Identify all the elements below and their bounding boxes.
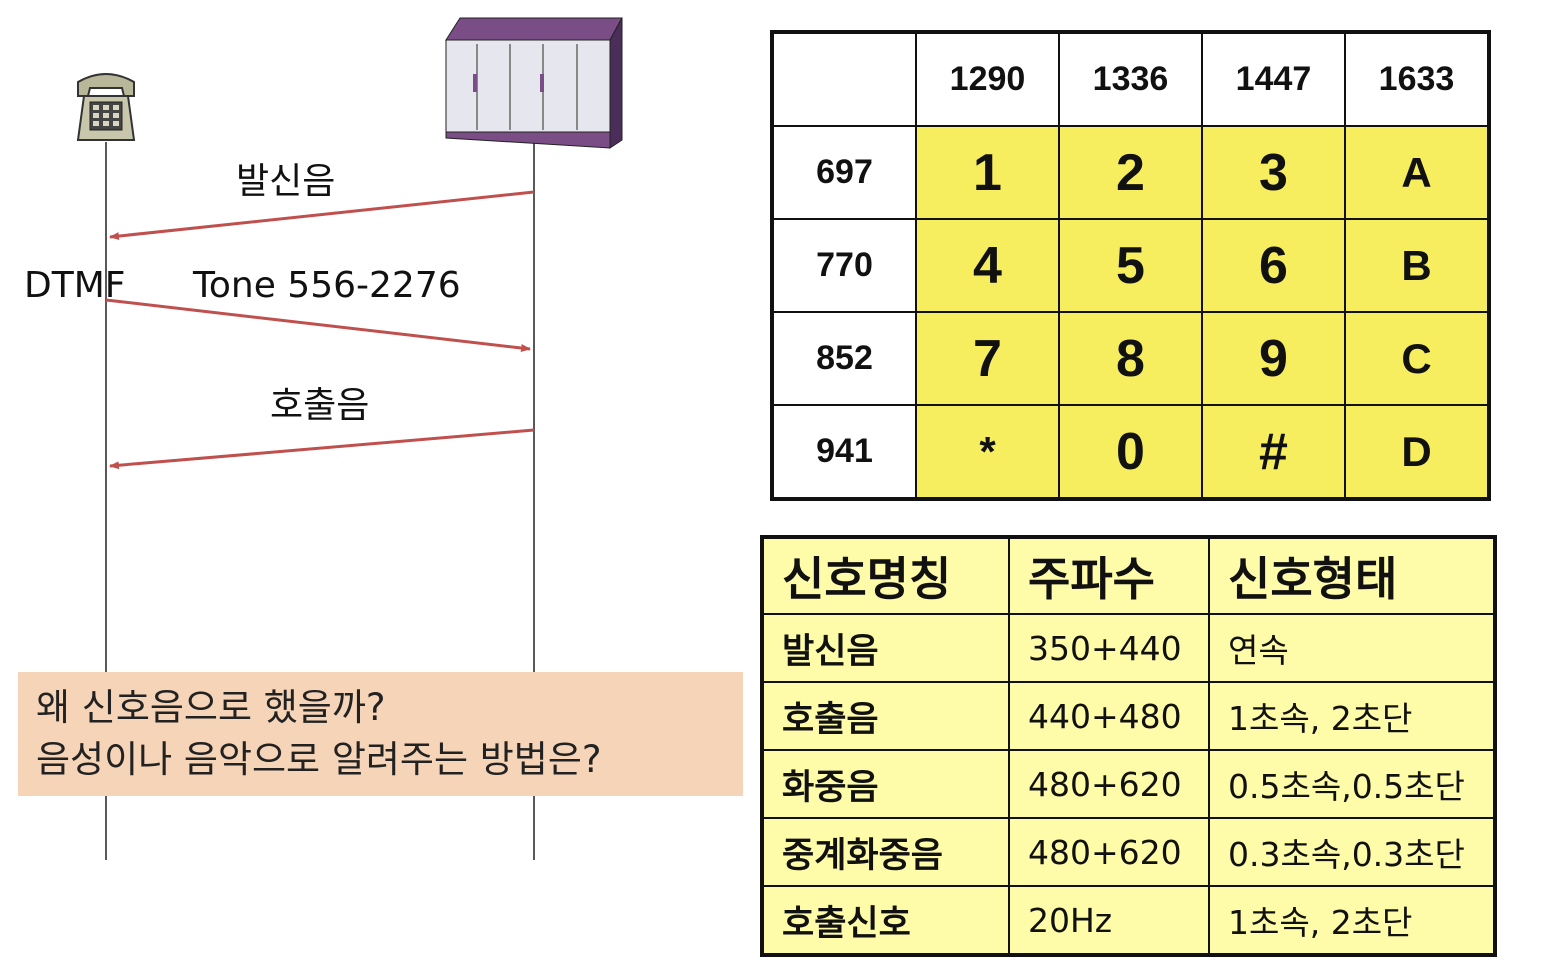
note-line-1: 왜 신호음으로 했을까? [36, 686, 386, 729]
header-cell: 주파수 [1008, 536, 1210, 615]
key-cell: C [1344, 311, 1490, 406]
tone-row: 호출음 440+480 1초속, 2초단 [761, 681, 1496, 751]
tone-row: 화중음 480+620 0.5초속,0.5초단 [761, 749, 1496, 819]
signal-frequency: 480+620 [1008, 749, 1210, 819]
dtmf-row: 697 1 2 3 A [771, 125, 1490, 220]
dtmf-corner-cell [771, 31, 917, 127]
tone-row: 호출신호 20Hz 1초속, 2초단 [761, 885, 1496, 956]
key-cell: 4 [915, 218, 1060, 313]
tone-signal-table: 신호명칭 주파수 신호형태 발신음 350+440 연속 호출음 440+480… [760, 535, 1497, 957]
dtmf-row: 770 4 5 6 B [771, 218, 1490, 313]
dtmf-row: 852 7 8 9 C [771, 311, 1490, 406]
tone-row: 발신음 350+440 연속 [761, 613, 1496, 683]
question-note: 왜 신호음으로 했을까? 음성이나 음악으로 알려주는 방법은? [18, 672, 743, 796]
signal-name: 호출음 [761, 681, 1010, 751]
tone-row: 중계화중음 480+620 0.3초속,0.3초단 [761, 817, 1496, 887]
key-cell: * [915, 404, 1060, 500]
signal-frequency: 440+480 [1008, 681, 1210, 751]
col-freq: 1447 [1201, 31, 1346, 127]
sequence-diagram [76, 17, 623, 860]
signal-pattern: 연속 [1208, 613, 1496, 683]
key-cell: 7 [915, 311, 1060, 406]
header-cell: 신호명칭 [761, 536, 1010, 615]
dial-tone-label: 발신음 [236, 161, 336, 202]
col-freq: 1633 [1344, 31, 1490, 127]
key-cell: 1 [915, 125, 1060, 220]
signal-frequency: 480+620 [1008, 817, 1210, 887]
telephone-exchange-icon [445, 17, 623, 149]
header-cell: 신호형태 [1208, 536, 1496, 615]
row-freq: 770 [771, 218, 917, 313]
signal-pattern: 1초속, 2초단 [1208, 885, 1496, 956]
dial-tone-arrow [109, 190, 535, 241]
col-freq: 1290 [915, 31, 1060, 127]
signal-name: 화중음 [761, 749, 1010, 819]
signal-pattern: 0.3초속,0.3초단 [1208, 817, 1496, 887]
key-cell: 6 [1201, 218, 1346, 313]
key-cell: 0 [1058, 404, 1203, 500]
row-freq: 697 [771, 125, 917, 220]
tone-header-row: 신호명칭 주파수 신호형태 [761, 536, 1496, 615]
ringback-label: 호출음 [270, 385, 370, 426]
row-freq: 941 [771, 404, 917, 500]
telephone-icon [76, 73, 136, 141]
key-cell: 5 [1058, 218, 1203, 313]
signal-pattern: 0.5초속,0.5초단 [1208, 749, 1496, 819]
signal-pattern: 1초속, 2초단 [1208, 681, 1496, 751]
key-cell: D [1344, 404, 1490, 500]
key-cell: 8 [1058, 311, 1203, 406]
signal-name: 중계화중음 [761, 817, 1010, 887]
dtmf-label: DTMF [24, 265, 126, 306]
key-cell: B [1344, 218, 1490, 313]
key-cell: 9 [1201, 311, 1346, 406]
row-freq: 852 [771, 311, 917, 406]
dtmf-header-row: 1290 1336 1447 1633 [771, 31, 1490, 127]
tone-number-label: Tone 556-2276 [193, 265, 461, 306]
dtmf-table: 1290 1336 1447 1633 697 1 2 3 A 770 4 5 … [770, 30, 1491, 501]
key-cell: # [1201, 404, 1346, 500]
note-line-2: 음성이나 음악으로 알려주는 방법은? [36, 738, 602, 781]
col-freq: 1336 [1058, 31, 1203, 127]
signal-name: 호출신호 [761, 885, 1010, 956]
key-cell: 3 [1201, 125, 1346, 220]
dtmf-row: 941 * 0 # D [771, 404, 1490, 500]
signal-name: 발신음 [761, 613, 1010, 683]
signal-frequency: 350+440 [1008, 613, 1210, 683]
key-cell: A [1344, 125, 1490, 220]
ringback-arrow [109, 428, 535, 470]
dtmf-arrow [105, 298, 531, 352]
key-cell: 2 [1058, 125, 1203, 220]
signal-frequency: 20Hz [1008, 885, 1210, 956]
